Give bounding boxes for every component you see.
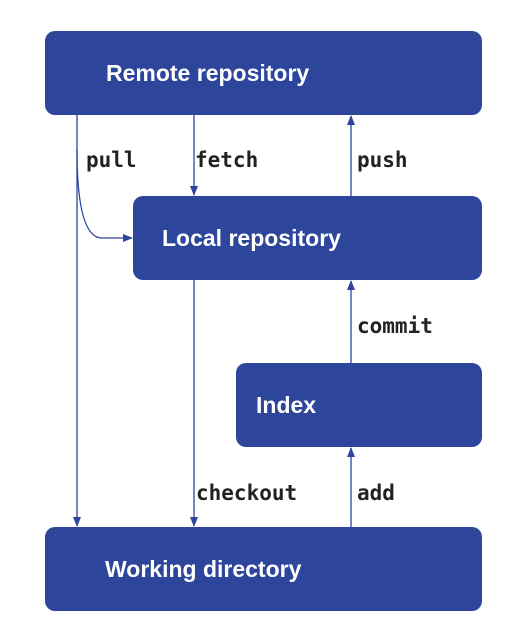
commit-label: commit: [357, 314, 433, 338]
local-repository-box: Local repository: [133, 196, 482, 280]
remote-repository-box: Remote repository: [45, 31, 482, 115]
working-directory-label: Working directory: [105, 555, 302, 582]
working-directory-box: Working directory: [45, 527, 482, 611]
pull-label: pull: [86, 148, 137, 172]
add-label: add: [357, 481, 395, 505]
fetch-label: fetch: [195, 148, 259, 172]
checkout-label: checkout: [196, 481, 298, 505]
remote-repository-label: Remote repository: [106, 59, 310, 86]
push-label: push: [357, 148, 408, 172]
index-box: Index: [236, 363, 482, 447]
index-label: Index: [256, 391, 317, 418]
local-repository-label: Local repository: [162, 224, 341, 251]
